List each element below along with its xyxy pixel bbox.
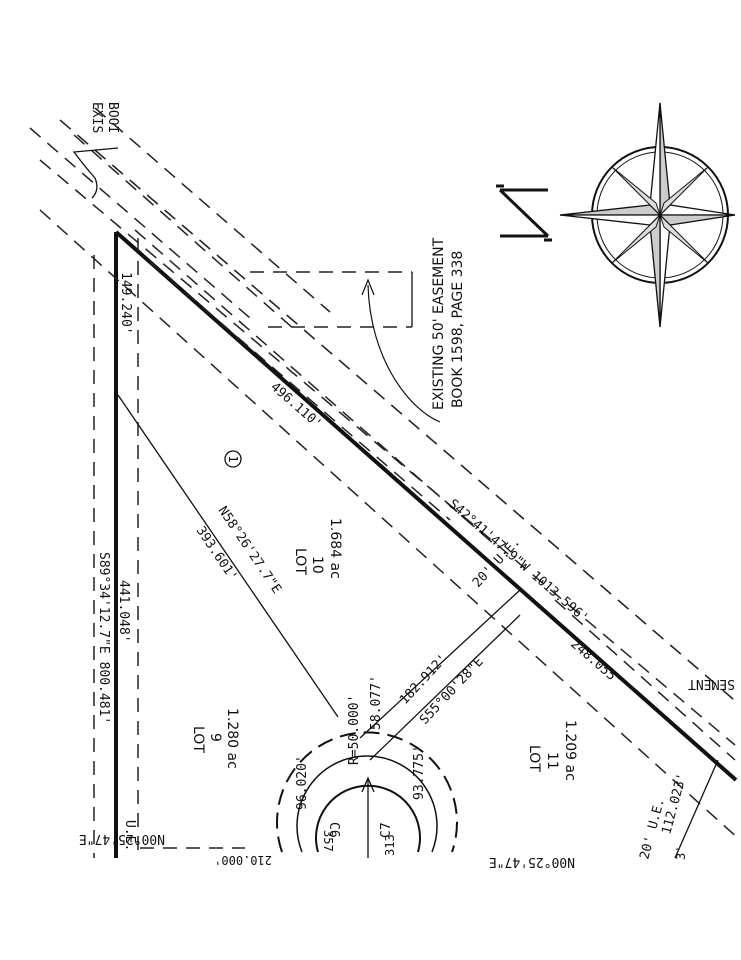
bottom-3-label: 3' [674,846,688,860]
dist-96-label: 96.020' [295,755,310,810]
radius-label: R=50.000' [347,695,362,765]
dist-441-label: 441.048' [116,580,131,643]
c7-label: C7 [379,822,394,838]
easement-label-1: EXISTING 50' EASEMENT [431,237,447,410]
lot-marker-label: 1 [226,455,240,462]
top-callout [72,147,119,199]
dist-149-label: 149.240' [118,272,133,335]
north-n-glyph-icon [496,184,552,242]
dist-248-label: 248.055' [567,637,624,689]
easement-label-2: BOOK 1598, PAGE 338 [450,251,466,408]
property-boundaries [114,230,738,858]
easement-callout [361,278,441,423]
north-arrow-compass-icon [559,102,736,328]
lot10-title: LOT [292,548,308,575]
dist-93-label: 93.775' [412,745,427,800]
easement-fragment-label: SEMENT [688,676,735,691]
dist-58-label: 58.077' [369,675,384,730]
bottom-210-label: 210.000' [214,853,272,867]
bearing-s42-label: S42°41'47.9"W 1013.596' [445,497,591,626]
existing-top-label-2: BOOI [105,102,120,133]
lot10-area: 1.684 ac [327,518,343,579]
lot9-area: 1.280 ac [224,708,240,769]
lot11-title: LOT [526,745,542,772]
lot-lines [117,272,719,859]
n00-left-label: N00°25'47"E [79,831,165,846]
boundary-diagonal [114,230,738,782]
cul-de-sac [276,731,458,858]
lot11-area: 1.209 ac [562,720,578,781]
lot11-number: 11 [544,752,560,770]
easement-lines [29,107,741,858]
bearing-n58-label: N58°26'27.7"E [215,504,284,597]
lot9-number: 9 [207,733,223,742]
bearing-s89-label: S89°34'12.7"E 800.481' [96,552,111,724]
lot9-title: LOT [190,726,206,753]
ue-left-label: U.E. [122,820,137,851]
dist-357-label: 357 [321,830,335,852]
n00-right-label: N00°25'47"E [489,854,575,869]
dist-313-label: 313 [383,834,397,856]
lot10-number: 10 [309,556,325,574]
c6-label: C6 [326,822,341,838]
existing-top-label-1: EXIS [89,102,104,133]
lot-marker: 1 [224,450,242,468]
